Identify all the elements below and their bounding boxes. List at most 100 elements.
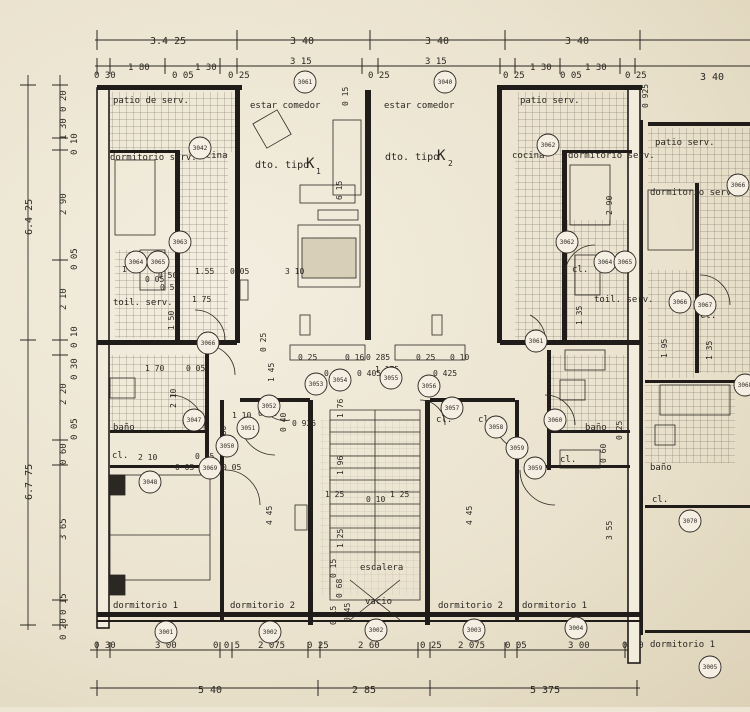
dim-top-2: 3 40 [290, 36, 314, 47]
inner-dim-6: 1 75 [192, 295, 211, 304]
svg-text:3004: 3004 [569, 625, 584, 632]
inner-dim-7: 1 50 [167, 311, 176, 330]
room-code-0: 3061 [293, 70, 317, 94]
inner-dim-37: 0 15 [329, 606, 338, 625]
label-cl-a: cl. [436, 415, 452, 425]
fixtures [109, 109, 731, 621]
inner-dim-19: 0 25 [298, 353, 317, 362]
dim-top-5: 3 40 [700, 72, 724, 83]
label-toil-left: toil. serv. [113, 298, 173, 308]
room-code-24: 3055 [379, 366, 403, 390]
room-code-11: 3061 [524, 329, 548, 353]
svg-text:3063: 3063 [173, 239, 188, 246]
svg-text:3065: 3065 [618, 259, 633, 266]
inner-dim-21: 0 285 [366, 353, 390, 362]
room-code-4: 3063 [168, 230, 192, 254]
room-code-9: 3064 [593, 250, 617, 274]
room-code-15: 3068 [733, 373, 750, 397]
room-code-6: 3065 [146, 250, 170, 274]
label-k2-sub: 2 [448, 159, 453, 168]
label-dorm2-left: dormitorio 2 [230, 601, 295, 611]
svg-text:3067: 3067 [698, 302, 713, 309]
label-k1: K [306, 156, 315, 172]
label-k2: K [437, 148, 446, 164]
room-code-2: 3042 [188, 136, 212, 160]
inner-dim-23: 0 10 [450, 353, 469, 362]
dim-b-2: 0 0 5 [213, 641, 240, 651]
svg-text:3062: 3062 [541, 142, 556, 149]
svg-text:3001: 3001 [159, 629, 174, 636]
dim-left-4: 0 05 [70, 248, 80, 270]
room-code-28: 3059 [505, 436, 529, 460]
dimension-lines [20, 30, 750, 696]
dim-r2-10: 0 05 [560, 71, 582, 81]
label-cl-f: cl. [652, 495, 668, 505]
svg-text:3002: 3002 [263, 629, 278, 636]
dim-left-2: 0 10 [70, 133, 80, 155]
dim-b-6: 0 25 [420, 641, 442, 651]
dim-left-12: 0 15 [59, 593, 69, 615]
inner-dim-15: 0 05 [222, 463, 241, 472]
label-dorm1-right: dormitorio 1 [522, 601, 587, 611]
dim-r2-8: 0 25 [503, 71, 525, 81]
inner-dim-39: 3 55 [605, 521, 614, 540]
svg-text:3053: 3053 [309, 381, 324, 388]
dim-r2-3: 0 05 [172, 71, 194, 81]
svg-text:3064: 3064 [598, 259, 613, 266]
svg-text:3055: 3055 [384, 375, 399, 382]
inner-dim-14: 0 05 [175, 463, 194, 472]
dim-r2-0: 0 30 [94, 71, 116, 81]
label-k1-sub: 1 [316, 167, 321, 176]
label-bano-right: baño [585, 423, 607, 433]
inner-dim-18: 4 45 [265, 506, 274, 525]
dim-left-total-2: 6.7 75 [24, 464, 35, 500]
room-code-31: 3070 [678, 509, 702, 533]
inner-dim-40: 2 90 [605, 196, 614, 215]
dim-left-5: 2 10 [59, 288, 69, 310]
svg-text:3065: 3065 [151, 259, 166, 266]
dim-left-13: 0 20 [59, 618, 69, 640]
room-code-12: 3066 [726, 173, 750, 197]
inner-dim-31: 0 10 [366, 495, 385, 504]
dim-left-10: 0 60 [59, 443, 69, 465]
inner-dim-8: 0 50 [160, 283, 179, 292]
label-vacio: vacio [365, 597, 392, 607]
inner-dim-49: 0 40 [279, 413, 288, 432]
label-cl-c: cl. [572, 265, 588, 275]
dim-b-1: 3 00 [155, 641, 177, 651]
room-code-16: 3069 [198, 456, 222, 480]
room-code-20: 3051 [236, 416, 260, 440]
dim-top-3: 3 40 [425, 36, 449, 47]
dim-b-7: 2 075 [458, 641, 485, 651]
room-code-33: 3002 [258, 620, 282, 644]
inner-dim-50: 0 25 [259, 333, 268, 352]
inner-dim-10: 0 05 [186, 364, 205, 373]
label-cocina-right: cocina [512, 151, 545, 161]
label-dto-k1: dto. tipo [255, 160, 309, 171]
dim-b-3: 2 075 [258, 641, 285, 651]
svg-text:3005: 3005 [703, 664, 718, 671]
inner-dim-34: 0 15 [329, 559, 338, 578]
room-code-27: 3058 [484, 415, 508, 439]
inner-dim-16: 1 10 [232, 411, 251, 420]
dim-b-total-1: 5 40 [198, 685, 222, 696]
room-code-7: 3066 [196, 331, 220, 355]
inner-dim-42: 1 95 [660, 339, 669, 358]
inner-dim-27: 0 425 [433, 369, 457, 378]
dim-left-total-1: 6.4 25 [24, 199, 35, 235]
room-code-26: 3057 [440, 396, 464, 420]
svg-text:3002: 3002 [369, 627, 384, 634]
dim-r2-6: 0 25 [368, 71, 390, 81]
dim-left-0: 0 20 [59, 90, 69, 112]
label-escalera: escalera [360, 563, 403, 573]
room-code-30: 3060 [543, 408, 567, 432]
left-dimension-labels: 0 20 1 30 0 10 2 90 0 05 2 10 0 10 0 30 … [24, 90, 80, 640]
room-code-23: 3054 [328, 368, 352, 392]
inner-dim-9: 1 70 [145, 364, 164, 373]
dim-r2-1: 1 80 [128, 63, 150, 73]
svg-text:3056: 3056 [422, 383, 437, 390]
svg-text:3003: 3003 [467, 627, 482, 634]
room-codes: 3061 3040 3042 3062 3063 3064 3065 3066 … [124, 70, 750, 679]
